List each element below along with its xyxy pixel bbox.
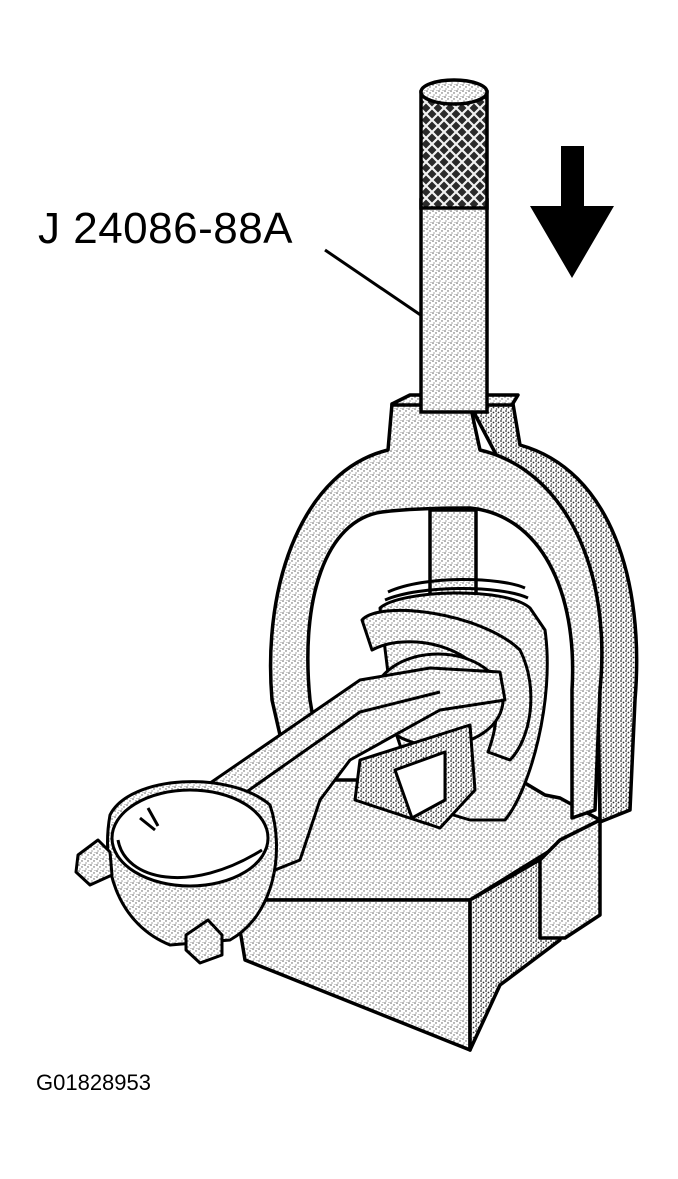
tool-number-label: J 24086-88A <box>38 204 294 253</box>
piston-assembly <box>74 578 549 965</box>
down-arrow-icon <box>530 146 614 278</box>
leader-line <box>324 248 426 320</box>
figure-id-label: G01828953 <box>36 1070 151 1095</box>
pin-driver <box>419 78 489 633</box>
